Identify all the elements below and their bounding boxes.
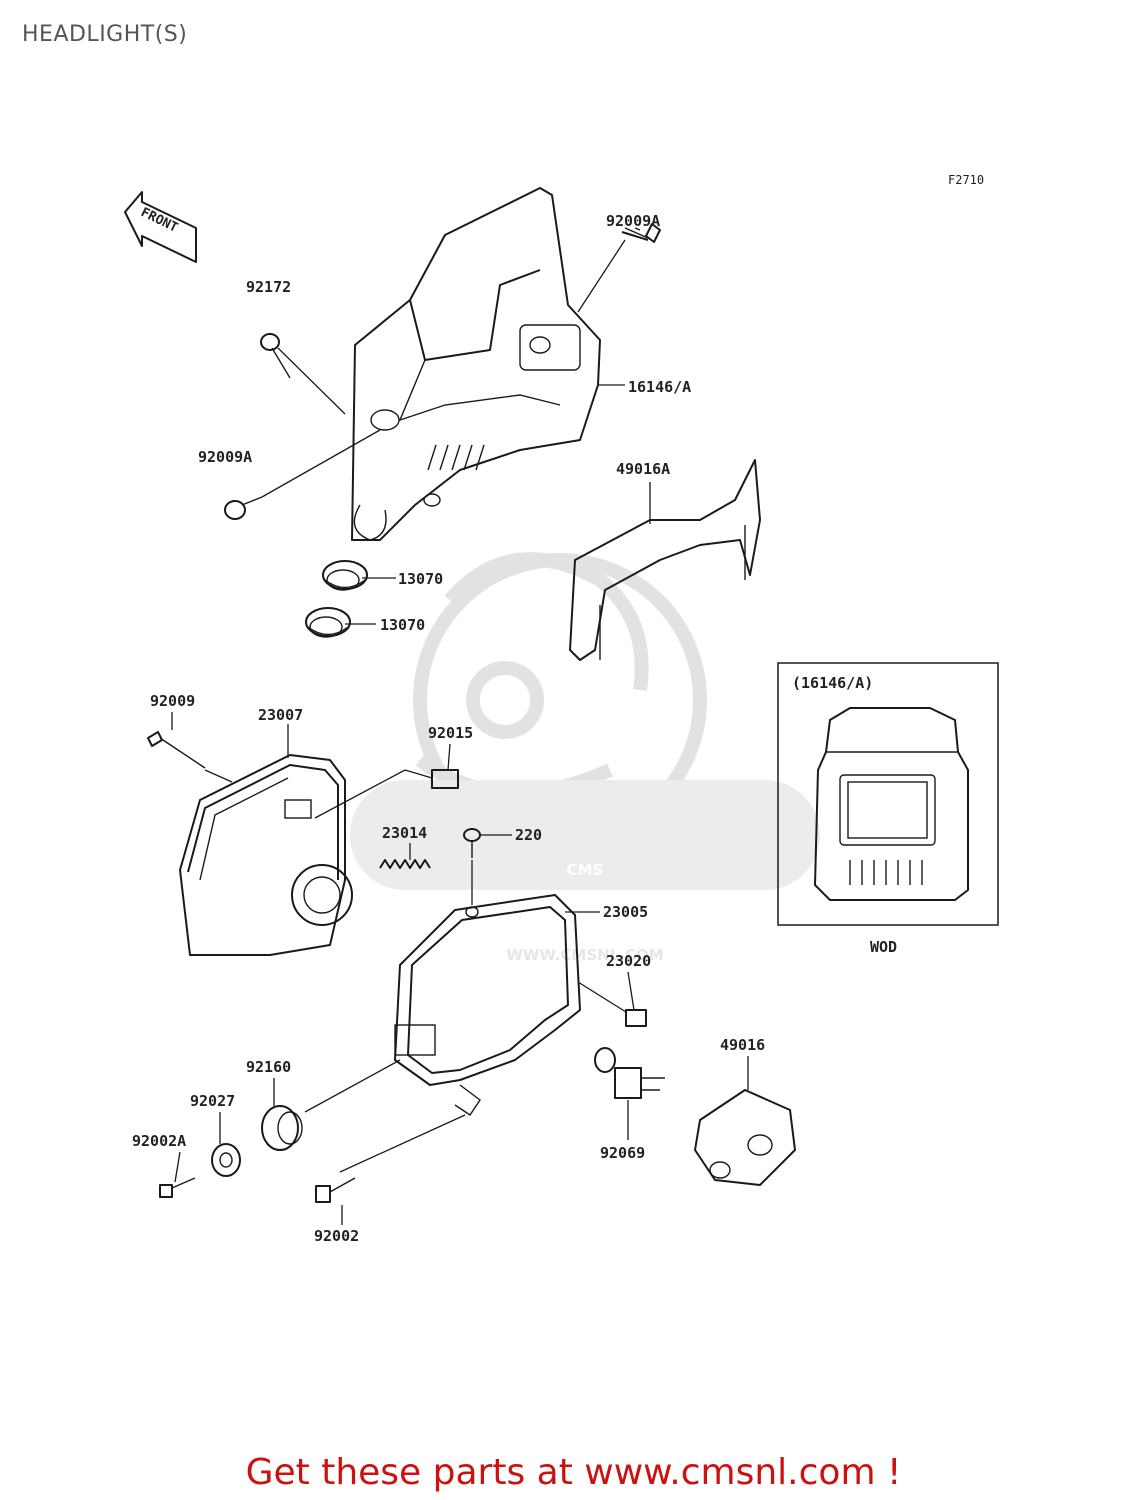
nut-part [625,1009,647,1027]
grommet-part-lower [305,607,351,638]
part-label-92009A-top[interactable]: 92009A [606,212,660,230]
bolt-92009A-left [224,496,263,520]
part-label-220[interactable]: 220 [515,826,542,844]
inset-caption: (16146/A) [792,674,873,692]
inset-region-code: WOD [870,938,897,956]
bulb-part [594,1047,665,1099]
part-label-13070-lower[interactable]: 13070 [380,616,425,634]
part-label-13070-upper[interactable]: 13070 [398,570,443,588]
bolt-92009A-top [621,223,661,243]
headlight-bracket-part [569,459,761,661]
part-label-92027[interactable]: 92027 [190,1092,235,1110]
part-label-23005[interactable]: 23005 [603,903,648,921]
headlight-cover-part [351,187,601,541]
headlight-frame-part [394,894,581,1116]
clip-part [431,769,459,789]
figure-code: F2710 [948,173,984,187]
part-label-92002A[interactable]: 92002A [132,1132,186,1150]
part-label-49016[interactable]: 49016 [720,1036,765,1054]
part-label-49016A[interactable]: 49016A [616,460,670,478]
bolt-92002 [315,1177,356,1203]
watermark-url: WWW.CMSNL.COM [506,946,663,964]
socket-cover-part [694,1089,796,1186]
headlight-unit-part [179,754,353,956]
watermark-brand: CMS [567,861,604,879]
inset-cover-drawing [814,707,969,901]
bushing-92160 [261,1105,303,1151]
front-arrow-icon: FRONT [124,191,197,263]
part-label-92009A-left[interactable]: 92009A [198,448,252,466]
bolt-92172 [260,333,291,379]
watermark-logo: CMS WWW.CMSNL.COM [350,552,820,964]
part-label-23020[interactable]: 23020 [606,952,651,970]
part-label-23007[interactable]: 23007 [258,706,303,724]
leader-lines [171,227,749,1225]
bolt-92002A [159,1177,196,1198]
part-label-92015[interactable]: 92015 [428,724,473,742]
part-label-92002[interactable]: 92002 [314,1227,359,1245]
grommet-part-upper [322,560,368,591]
page-title: HEADLIGHT(S) [22,22,188,47]
footer-link[interactable]: Get these parts at www.cmsnl.com ! [245,1452,902,1493]
collar-92027 [211,1143,241,1177]
part-label-16146A[interactable]: 16146/A [628,378,691,396]
part-label-92009[interactable]: 92009 [150,692,195,710]
part-label-92160[interactable]: 92160 [246,1058,291,1076]
inset-variant-panel: (16146/A) WOD [777,662,999,956]
adjuster-spring-part [379,859,431,869]
part-label-92069[interactable]: 92069 [600,1144,645,1162]
part-label-23014[interactable]: 23014 [382,824,427,842]
bolt-92009 [147,731,206,769]
part-label-92172[interactable]: 92172 [246,278,291,296]
